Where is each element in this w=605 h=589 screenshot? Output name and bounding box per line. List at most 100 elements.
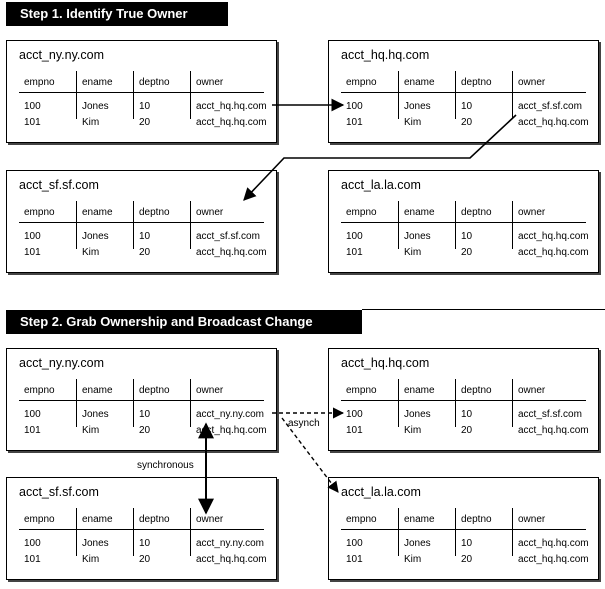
cell-owner: acct_hq.hq.com (518, 554, 589, 565)
cell-deptno: 20 (461, 247, 473, 258)
header-divider (19, 222, 264, 223)
cell-empno: 101 (346, 247, 363, 258)
cell-deptno: 10 (139, 538, 151, 549)
column-divider (190, 379, 191, 427)
col-header-empno: empno (346, 207, 377, 218)
col-header-ename: ename (404, 514, 435, 525)
col-header-deptno: deptno (139, 207, 170, 218)
cell-ename: Jones (404, 231, 431, 242)
col-header-deptno: deptno (139, 385, 170, 396)
cell-empno: 101 (346, 554, 363, 565)
col-header-owner: owner (196, 77, 224, 88)
cell-owner: acct_sf.sf.com (518, 101, 582, 112)
header-divider (341, 222, 586, 223)
cell-owner: acct_sf.sf.com (518, 409, 582, 420)
col-header-deptno: deptno (139, 514, 170, 525)
cell-deptno: 20 (461, 117, 473, 128)
header-divider (341, 400, 586, 401)
col-header-empno: empno (24, 77, 55, 88)
cell-owner: acct_hq.hq.com (518, 538, 589, 549)
column-divider (76, 508, 77, 556)
cell-deptno: 10 (461, 409, 473, 420)
cell-empno: 100 (24, 101, 41, 112)
cell-empno: 101 (24, 117, 41, 128)
cell-owner: acct_hq.hq.com (518, 231, 589, 242)
header-divider (341, 92, 586, 93)
column-divider (512, 508, 513, 556)
column-divider (512, 201, 513, 249)
cell-deptno: 20 (139, 554, 151, 565)
column-divider (190, 201, 191, 249)
cell-deptno: 10 (139, 409, 151, 420)
column-divider (398, 379, 399, 427)
cell-deptno: 10 (461, 101, 473, 112)
column-divider (455, 379, 456, 427)
col-header-deptno: deptno (461, 385, 492, 396)
cell-owner: acct_hq.hq.com (196, 554, 267, 565)
header-divider (19, 92, 264, 93)
box-title: acct_sf.sf.com (19, 178, 99, 192)
cell-ename: Jones (82, 231, 109, 242)
column-divider (76, 71, 77, 119)
box-title: acct_hq.hq.com (341, 48, 430, 62)
box-title: acct_la.la.com (341, 178, 421, 192)
cell-ename: Kim (404, 554, 422, 565)
box-title: acct_ny.ny.com (19, 48, 104, 62)
arrow-async-to-la (281, 417, 339, 493)
cell-ename: Jones (404, 409, 431, 420)
cell-empno: 100 (346, 538, 363, 549)
step2-banner-rule (362, 309, 605, 310)
step1-banner: Step 1. Identify True Owner (6, 2, 228, 26)
col-header-deptno: deptno (139, 77, 170, 88)
column-divider (76, 379, 77, 427)
box-title: acct_sf.sf.com (19, 485, 99, 499)
header-divider (19, 529, 264, 530)
col-header-ename: ename (82, 385, 113, 396)
header-divider (19, 400, 264, 401)
col-header-empno: empno (346, 385, 377, 396)
cell-empno: 100 (346, 409, 363, 420)
column-divider (133, 71, 134, 119)
cell-owner: acct_ny.ny.com (196, 409, 264, 420)
cell-ename: Kim (82, 117, 100, 128)
cell-ename: Kim (82, 425, 100, 436)
column-divider (455, 71, 456, 119)
cell-owner: acct_ny.ny.com (196, 538, 264, 549)
column-divider (398, 508, 399, 556)
col-header-deptno: deptno (461, 77, 492, 88)
col-header-ename: ename (404, 207, 435, 218)
cell-empno: 101 (346, 425, 363, 436)
col-header-ename: ename (404, 385, 435, 396)
col-header-ename: ename (82, 514, 113, 525)
cell-owner: acct_hq.hq.com (196, 117, 267, 128)
col-header-empno: empno (24, 514, 55, 525)
cell-ename: Jones (404, 538, 431, 549)
cell-ename: Kim (82, 247, 100, 258)
col-header-owner: owner (518, 514, 546, 525)
cell-deptno: 20 (461, 425, 473, 436)
col-header-owner: owner (518, 207, 546, 218)
column-divider (455, 508, 456, 556)
cell-ename: Kim (404, 117, 422, 128)
column-divider (76, 201, 77, 249)
cell-empno: 100 (346, 231, 363, 242)
arrow-hq-to-sf (243, 114, 517, 201)
col-header-owner: owner (518, 77, 546, 88)
synchronous-label: synchronous (137, 460, 194, 471)
cell-owner: acct_sf.sf.com (196, 231, 260, 242)
cell-empno: 100 (24, 409, 41, 420)
cell-empno: 101 (24, 247, 41, 258)
cell-owner: acct_hq.hq.com (518, 247, 589, 258)
cell-deptno: 20 (139, 117, 151, 128)
cell-empno: 100 (24, 231, 41, 242)
cell-deptno: 10 (139, 231, 151, 242)
cell-ename: Kim (82, 554, 100, 565)
col-header-owner: owner (196, 385, 224, 396)
cell-ename: Kim (404, 247, 422, 258)
